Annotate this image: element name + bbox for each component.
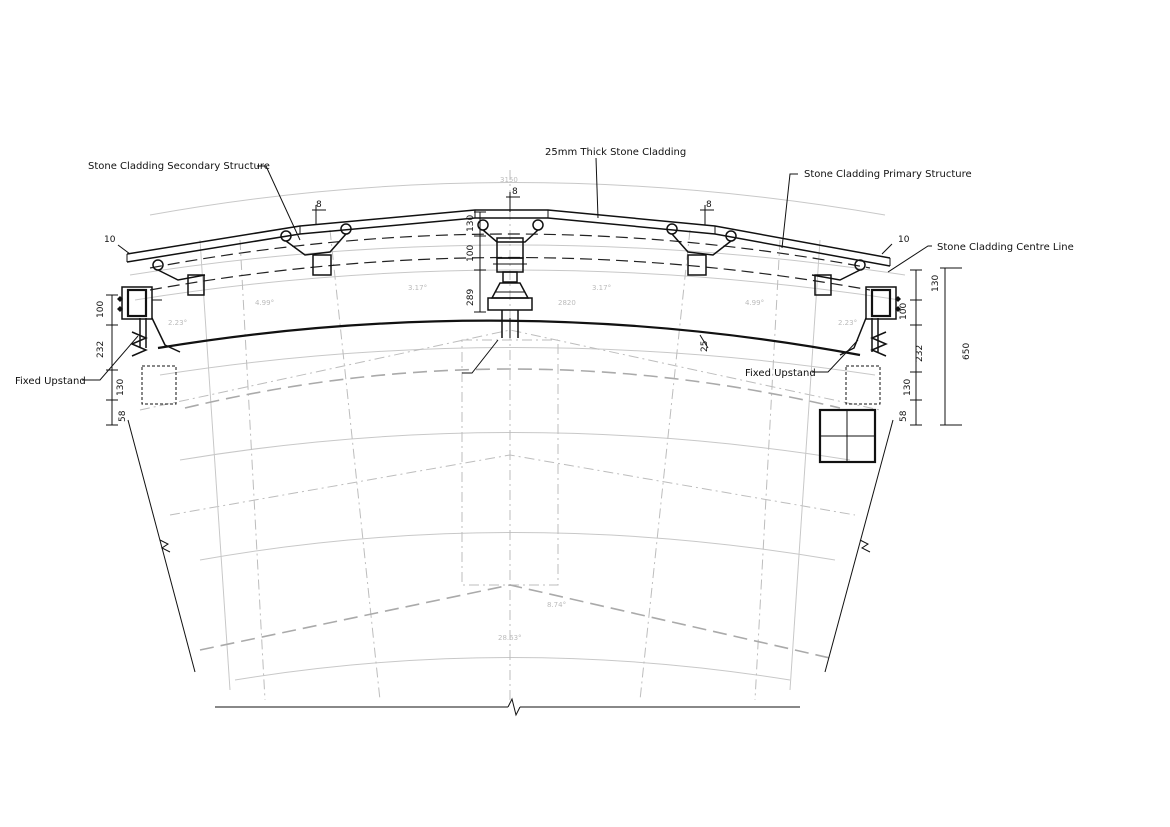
primary-structure-curve: [157, 319, 861, 357]
faint-mid-arc: 2820: [558, 299, 576, 307]
faint-angle-r1: 3.17°: [592, 284, 611, 292]
dim-end-right: 10: [898, 235, 910, 245]
label-stone-cladding: 25mm Thick Stone Cladding: [545, 147, 686, 158]
dim-right-232: 232: [915, 345, 925, 362]
dim-mid-100: 100: [466, 245, 476, 262]
faint-angle-l3: 2.23°: [168, 319, 187, 327]
dim-gap-right: 8: [706, 200, 712, 210]
label-fixed-upstand-left: Fixed Upstand: [15, 376, 86, 387]
centre-post: [487, 257, 533, 338]
faint-angle-r2: 4.99°: [745, 299, 764, 307]
dim-gap-mid: 8: [512, 187, 518, 197]
callout-labels: Stone Cladding Secondary Structure 25mm …: [15, 147, 1074, 387]
leader-lines: [82, 157, 932, 381]
dimension-lines: [106, 192, 962, 426]
faint-angle-l1: 4.99°: [255, 299, 274, 307]
right-upstand: [818, 286, 901, 464]
dimension-text: 8 8 8 10 10 130 100 289 100 232 130 58 1…: [96, 187, 972, 422]
dim-right-130: 130: [931, 275, 941, 292]
dim-thickness-25: 25: [700, 341, 710, 352]
dim-mid-289: 289: [466, 289, 476, 306]
dim-left-100: 100: [96, 301, 106, 318]
faint-top-arc: 3150: [500, 176, 518, 184]
dim-left-130: 130: [116, 379, 126, 396]
secondary-brackets: [152, 219, 866, 296]
label-primary-structure: Stone Cladding Primary Structure: [804, 169, 972, 180]
dim-left-232: 232: [96, 341, 106, 358]
label-centre-line: Stone Cladding Centre Line: [937, 242, 1074, 253]
label-secondary-structure: Stone Cladding Secondary Structure: [88, 161, 270, 172]
construction-lines: [129, 170, 906, 701]
faint-bottom-arc: 28.63°: [498, 634, 522, 642]
dim-right-130b: 130: [903, 379, 913, 396]
label-fixed-upstand-right: Fixed Upstand: [745, 368, 816, 379]
faint-angle-r3: 2.23°: [838, 319, 857, 327]
faint-bottom-angle: 8.74°: [547, 601, 566, 609]
dim-gap-left: 8: [316, 200, 322, 210]
boundary-lines: [127, 419, 894, 717]
faint-angle-l2: 3.17°: [408, 284, 427, 292]
dim-mid-130: 130: [466, 215, 476, 232]
dim-right-650: 650: [962, 343, 972, 360]
dim-left-58: 58: [118, 410, 128, 422]
dim-end-left: 10: [104, 235, 116, 245]
left-upstand: [117, 286, 181, 405]
stone-cladding-panel: [126, 209, 891, 267]
dim-right-100: 100: [899, 303, 909, 320]
faint-annotations: 3150 2820 4.99° 3.17° 3.17° 4.99° 2.23° …: [168, 176, 857, 642]
dim-right-58: 58: [899, 410, 909, 422]
